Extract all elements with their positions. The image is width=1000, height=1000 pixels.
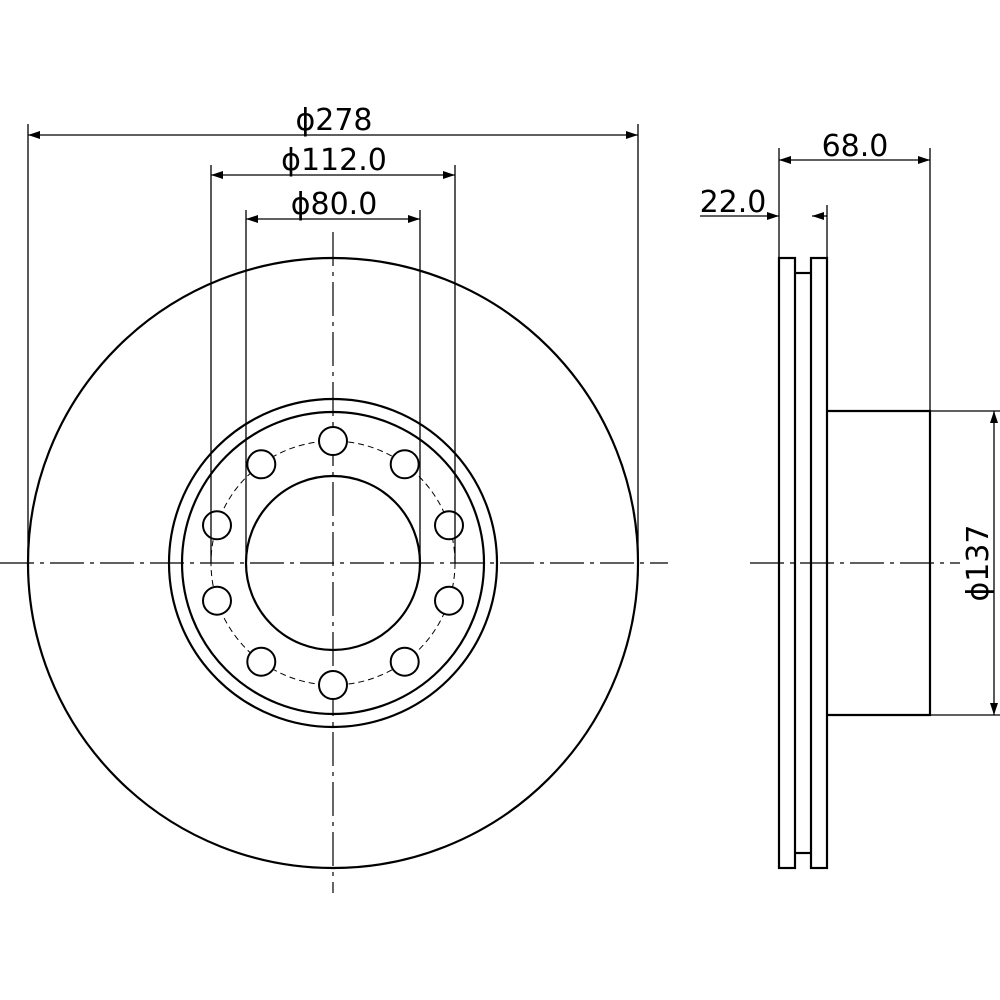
bolt-hole <box>318 426 348 456</box>
bolt-holes <box>202 426 464 700</box>
bolt-hole <box>389 646 420 677</box>
front-view: ϕ278 ϕ112.0 ϕ80.0 <box>0 103 668 893</box>
outer-diameter-label: ϕ278 <box>295 103 372 138</box>
disc-left-plate <box>777 256 797 870</box>
center-bore-diameter-label: ϕ80.0 <box>291 187 378 222</box>
total-height-label: 68.0 <box>822 129 889 164</box>
bolt-circle-diameter-label: ϕ112.0 <box>281 143 387 178</box>
bolt-hole <box>246 646 277 677</box>
bolt-hole <box>202 585 232 616</box>
bolt-hole <box>246 449 277 480</box>
bolt-hole <box>202 510 232 541</box>
hub-diameter-label: ϕ137 <box>961 524 996 601</box>
side-view: 68.0 22.0 ϕ137 <box>700 129 1000 870</box>
hub-inner-ring <box>180 410 486 716</box>
bolt-hole <box>434 510 464 541</box>
disc-right-plate <box>809 256 829 870</box>
bolt-hole <box>389 449 420 480</box>
bolt-hole <box>318 670 348 700</box>
hub-body <box>827 409 932 717</box>
hub-outer-ring <box>167 397 499 729</box>
disc-thickness-label: 22.0 <box>700 185 767 220</box>
bolt-hole <box>434 585 464 616</box>
